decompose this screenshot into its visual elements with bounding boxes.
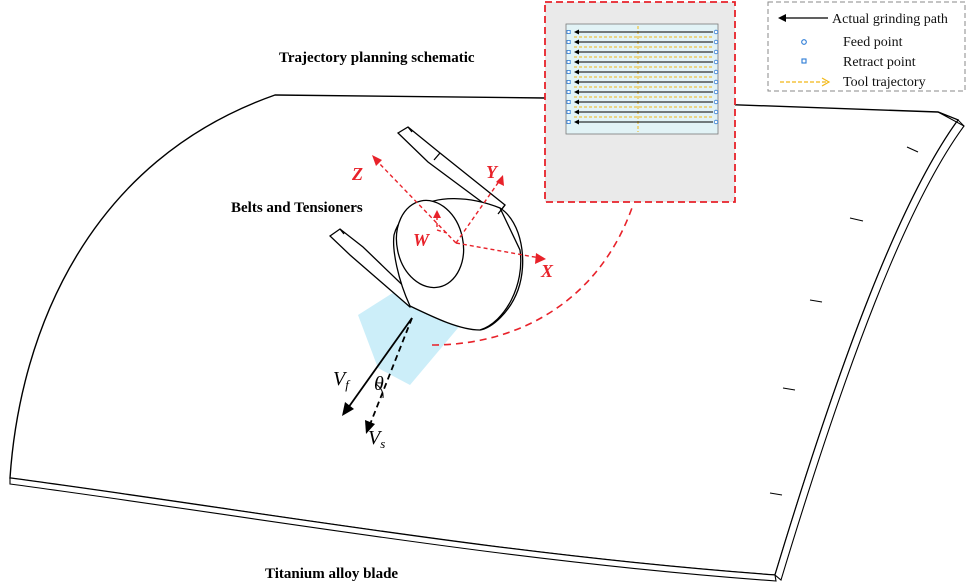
titanium-blade — [9, 94, 965, 582]
blade-label: Titanium alloy blade — [265, 566, 398, 582]
feed-point — [713, 109, 719, 115]
axis-arrowheads — [372, 155, 546, 264]
axis-label-z: Z — [351, 164, 363, 184]
belt-tensioner — [328, 126, 524, 331]
legend-tool-trajectory: Tool trajectory — [843, 75, 926, 90]
retract-point — [566, 50, 571, 55]
grinding-path-arrowhead — [574, 39, 579, 45]
feed-point — [713, 29, 719, 35]
retract-point — [566, 80, 571, 85]
retract-point — [566, 90, 571, 95]
vs-label: Vs — [368, 427, 385, 451]
vf-label: Vf — [333, 368, 351, 392]
feed-point — [713, 39, 719, 45]
feed-point — [713, 119, 719, 125]
retract-point — [566, 40, 571, 45]
grinding-path-arrowhead — [574, 29, 579, 35]
grinding-path-arrowhead — [574, 69, 579, 75]
grinding-rows — [566, 29, 719, 125]
feed-point — [713, 49, 719, 55]
grinding-path-arrowhead — [574, 79, 579, 85]
grinding-path-arrowhead — [574, 89, 579, 95]
velocity-arrows — [347, 317, 413, 428]
retract-point — [566, 110, 571, 115]
feed-point — [713, 59, 719, 65]
axis-label-y: Y — [486, 162, 499, 182]
feed-point — [713, 89, 719, 95]
retract-point — [566, 60, 571, 65]
grinding-path-arrowhead — [574, 99, 579, 105]
coordinate-frame — [375, 159, 541, 259]
retract-point — [566, 29, 571, 34]
retract-point — [566, 70, 571, 75]
feed-point — [713, 69, 719, 75]
grinding-path-arrowhead — [574, 49, 579, 55]
axis-label-x: X — [540, 261, 554, 281]
feed-point — [713, 99, 719, 105]
axis-label-w: W — [413, 230, 431, 250]
trajectory-title: Trajectory planning schematic — [279, 50, 475, 66]
feed-point — [713, 79, 719, 85]
trajectory-inset — [544, 1, 736, 203]
legend-actual-path: Actual grinding path — [832, 12, 948, 27]
belts-label: Belts and Tensioners — [231, 200, 363, 216]
edge-ticks — [769, 146, 919, 496]
velocity-arrowheads — [342, 402, 375, 434]
grinding-path-arrowhead — [574, 59, 579, 65]
legend-retract-point: Retract point — [843, 55, 916, 70]
legend: Actual grinding path Feed point Retract … — [767, 1, 966, 92]
legend-feed-point-marker — [801, 39, 807, 45]
legend-retract-point-marker — [801, 58, 807, 64]
grinding-path-arrowhead — [574, 119, 579, 125]
grinding-path-arrowhead — [574, 109, 579, 115]
legend-feed-point: Feed point — [843, 35, 903, 50]
retract-point — [566, 100, 571, 105]
theta-label: θ — [374, 373, 384, 395]
retract-point — [566, 120, 571, 125]
